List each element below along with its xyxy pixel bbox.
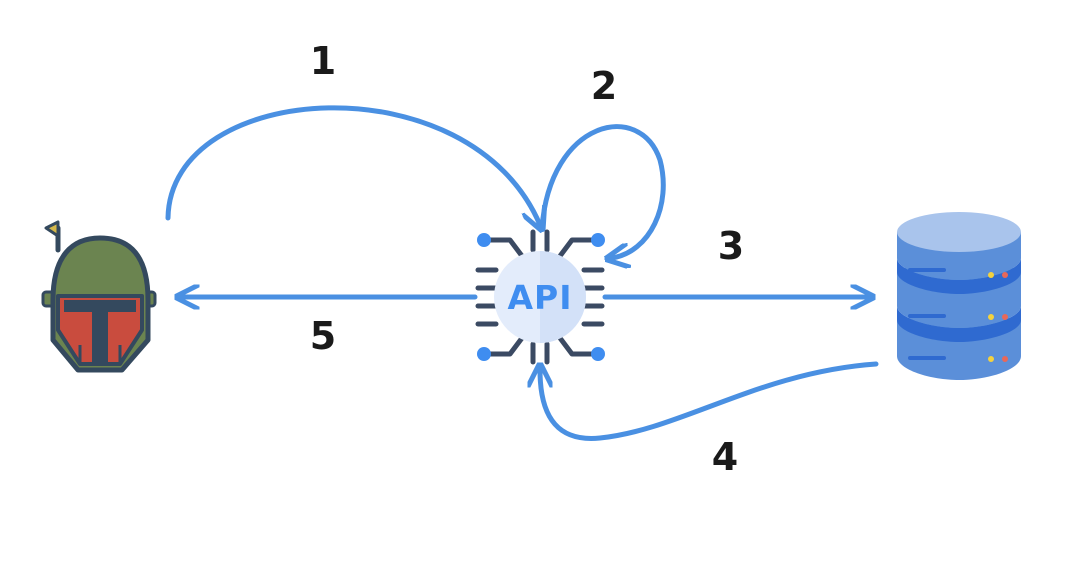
api-chip-icon: API <box>475 229 605 365</box>
arrow-step-4 <box>540 361 879 441</box>
step-label-5: 5 <box>310 314 336 358</box>
step-label-1: 1 <box>310 39 336 83</box>
database-server-icon <box>897 212 1021 380</box>
step-label-4: 4 <box>712 435 738 479</box>
arrow-step-1 <box>165 105 540 225</box>
step-label-2: 2 <box>591 64 617 108</box>
step-label-3: 3 <box>718 224 744 268</box>
arrow-step-2 <box>539 124 666 258</box>
bounty-hunter-helmet-icon <box>41 220 157 373</box>
api-label: API <box>507 278 572 317</box>
